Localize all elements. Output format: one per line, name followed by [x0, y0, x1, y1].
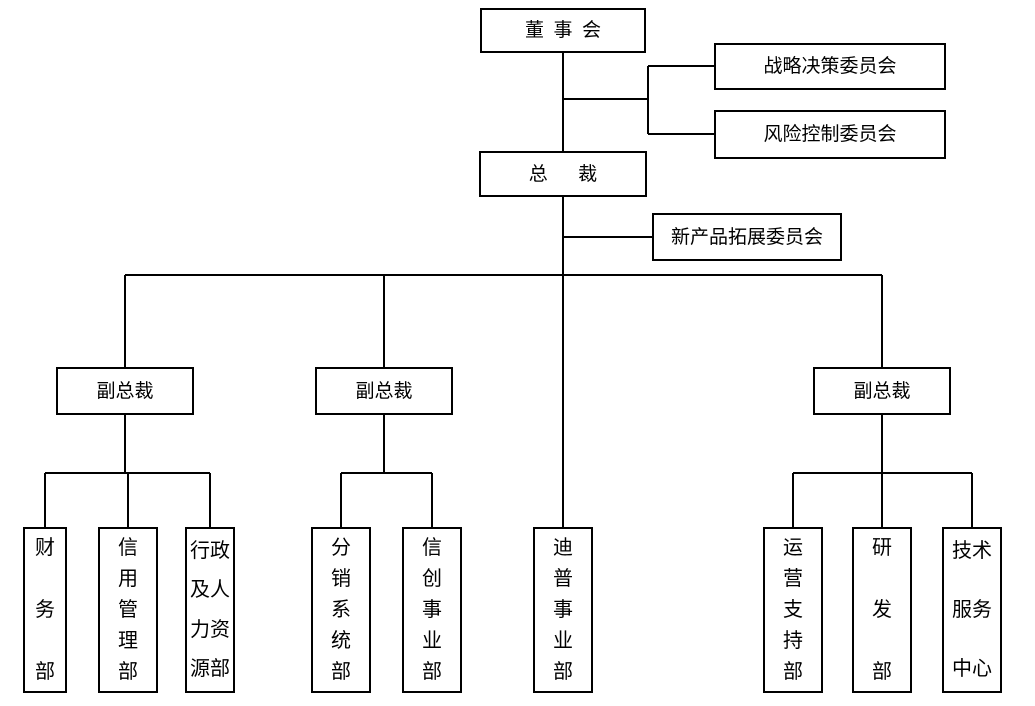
- node-label-line: 业: [553, 630, 573, 652]
- node-label-line: 业: [422, 630, 442, 652]
- node-label-line: 部: [783, 661, 803, 683]
- node-label: 副总裁: [853, 380, 911, 402]
- node-label-line: 创: [422, 568, 442, 590]
- node-label-line: 信: [422, 537, 442, 559]
- node-operations-support-dept: 运营支持部: [763, 527, 823, 693]
- node-label-line: 销: [331, 568, 351, 590]
- node-label-line: 部: [118, 661, 138, 683]
- node-vice-president-right: 副总裁: [813, 367, 951, 415]
- node-label-line: 中心: [952, 658, 992, 680]
- node-label: 总裁: [528, 163, 628, 185]
- node-label: 副总裁: [355, 380, 413, 402]
- node-label: 新产品拓展委员会: [670, 226, 823, 248]
- node-new-product-development-committee: 新产品拓展委员会: [652, 213, 842, 261]
- node-xinchuang-business-dept: 信创事业部: [402, 527, 462, 693]
- node-label-line: 分: [331, 537, 351, 559]
- node-label-line: 技术: [952, 540, 992, 562]
- node-risk-control-committee: 风险控制委员会: [714, 110, 946, 159]
- node-label-line: 用: [118, 568, 138, 590]
- node-label-line: 普: [553, 568, 573, 590]
- node-finance-dept: 财务部: [23, 527, 67, 693]
- node-label: 副总裁: [96, 380, 154, 402]
- node-admin-hr-dept: 行政及人力资源部: [185, 527, 235, 693]
- node-label-line: 及人: [190, 579, 230, 602]
- node-label-line: 务: [35, 599, 55, 621]
- node-label-line: 理: [118, 630, 138, 652]
- node-vice-president-left: 副总裁: [56, 367, 194, 415]
- node-label-line: 部: [331, 661, 351, 683]
- node-label-line: 支: [783, 599, 803, 621]
- node-rd-dept: 研发部: [852, 527, 912, 693]
- node-label-line: 财: [35, 537, 55, 559]
- node-label-line: 系: [331, 599, 351, 621]
- node-label-line: 研: [872, 537, 892, 559]
- node-label: 战略决策委员会: [763, 56, 897, 77]
- node-president: 总裁: [479, 151, 647, 197]
- node-vice-president-middle: 副总裁: [315, 367, 453, 415]
- node-dipu-business-dept: 迪普事业部: [533, 527, 593, 693]
- node-label-line: 统: [331, 630, 351, 652]
- node-label-line: 部: [553, 661, 573, 683]
- node-label-line: 发: [872, 599, 892, 621]
- node-label-line: 部: [35, 661, 55, 683]
- node-label-line: 部: [422, 661, 442, 683]
- node-label-line: 事: [422, 599, 442, 621]
- node-label-line: 营: [783, 568, 803, 590]
- node-label-line: 服务: [952, 599, 992, 621]
- node-credit-management-dept: 信用管理部: [98, 527, 158, 693]
- node-strategy-decision-committee: 战略决策委员会: [714, 43, 946, 90]
- node-label-line: 力资: [190, 618, 230, 641]
- node-label-line: 迪: [553, 537, 573, 559]
- node-label-line: 事: [553, 599, 573, 621]
- node-tech-service-center: 技术服务中心: [942, 527, 1002, 693]
- node-label: 风险控制委员会: [763, 124, 897, 145]
- node-label: 董事会: [524, 20, 611, 41]
- node-label-line: 运: [783, 537, 803, 559]
- node-label-line: 管: [118, 599, 138, 621]
- node-label-line: 持: [783, 630, 803, 652]
- node-distribution-systems-dept: 分销系统部: [311, 527, 371, 693]
- node-label-line: 行政: [190, 540, 230, 562]
- node-label-line: 部: [872, 661, 892, 683]
- node-board-of-directors: 董事会: [480, 8, 646, 53]
- node-label-line: 信: [118, 537, 138, 559]
- node-label-line: 源部: [190, 657, 230, 680]
